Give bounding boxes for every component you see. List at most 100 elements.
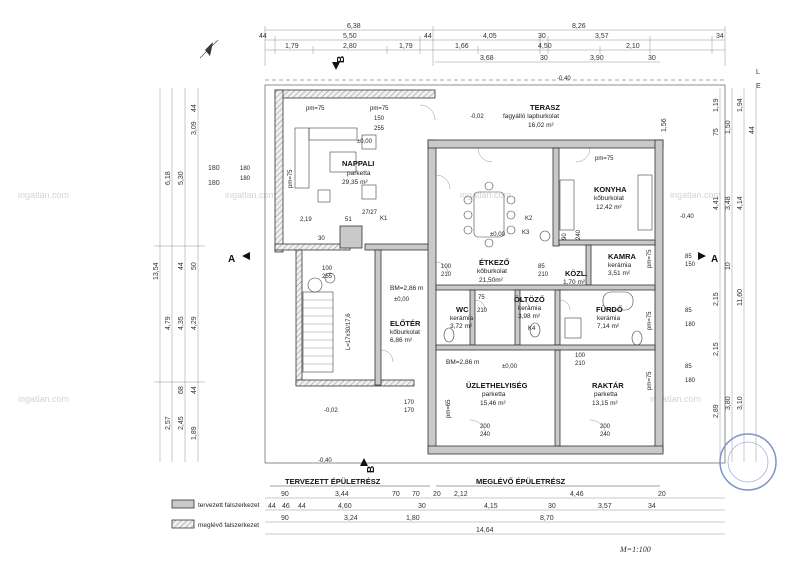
bottom-dimensions: 90 3,44 70 70 20 2,12 4,46 20 44 46 44 4… (265, 491, 725, 535)
dim-text: 2,19 (300, 217, 312, 223)
room-floor: kerámia (450, 315, 474, 322)
room-name: WC (456, 305, 469, 314)
dim-text: 3,44 (335, 491, 349, 498)
dim-text: 3,48 (725, 196, 732, 210)
room-name: FÜRDŐ (596, 305, 623, 314)
room-furdo: FÜRDŐ kerámia 7,14 m² (596, 305, 623, 330)
dim-text: 2,45 (178, 416, 185, 430)
room-name: NAPPALI (342, 159, 374, 168)
dim-text: 1,79 (285, 43, 299, 50)
dim-text: 180 (685, 322, 696, 328)
annotations: pm=75 pm=75 pm=75 pm=75 pm=75 pm=75 pm=7… (240, 76, 696, 464)
sill-height: pm=75 (288, 169, 294, 188)
chimney-mark: K2 (525, 216, 533, 222)
dim-text: 3,90 (590, 55, 604, 62)
dim-text: 44 (749, 126, 756, 134)
sill-height: pm=75 (595, 156, 614, 162)
dim-text: 100 (575, 353, 586, 359)
dim-text: 6,18 (165, 171, 172, 185)
room-floor: kerámia (518, 305, 542, 312)
room-name: ÖLTÖZŐ (514, 295, 545, 304)
level-mark: -0,40 (557, 76, 571, 82)
dim-text: 75 (478, 295, 485, 301)
dim-text: 2,80 (343, 43, 357, 50)
dim-text: 1,89 (191, 426, 198, 440)
room-area: 15,46 m² (480, 400, 506, 407)
dim-text: 44 (178, 262, 185, 270)
dim-text: 44 (424, 33, 432, 40)
dim-text: 46 (282, 503, 290, 510)
dim-text: 255 (322, 274, 333, 280)
dim-text: 10 (725, 262, 732, 270)
dim-text: 210 (575, 361, 586, 367)
dim-text: 68 (178, 386, 185, 394)
dim-text: 90 (281, 515, 289, 522)
dim-text: 170 (404, 408, 415, 414)
level-mark: ±0,00 (502, 364, 518, 370)
dim-text: 85 (538, 264, 545, 270)
legend-existing-swatch (171, 519, 195, 529)
sill-height: pm=75 (647, 311, 653, 330)
room-nappali: NAPPALI parketta 29,35 m² (342, 159, 374, 186)
level-mark: -0,02 (470, 114, 484, 120)
dim-text: 11,60 (737, 289, 744, 306)
doors (380, 104, 607, 437)
room-floor: parketta (594, 391, 618, 398)
dim-text: 210 (477, 308, 488, 314)
dim-text: 90 (562, 233, 568, 240)
planned-part-label: TERVEZETT ÉPÜLETRÉSZ (285, 477, 381, 486)
chimney-mark: K3 (522, 230, 530, 236)
north-arrow-icon (199, 39, 219, 59)
dim-text: 20 (433, 491, 441, 498)
corner-letter: E (756, 83, 761, 90)
room-area: 29,35 m² (342, 179, 368, 186)
furniture (294, 127, 653, 346)
dim-text: 1,79 (399, 43, 413, 50)
dim-text: 4,29 (191, 316, 198, 330)
dim-text: 85 (685, 308, 692, 314)
room-floor: parketta (482, 391, 506, 398)
beam-height: BM=2,86 m (446, 359, 479, 366)
legend: tervezett falszerkezet meglévő falszerke… (171, 499, 260, 529)
sill-height: pm=65 (446, 399, 452, 418)
corner-letter: L (756, 69, 760, 76)
room-floor: kőburkolat (390, 329, 420, 336)
room-area: 21,50m² (479, 277, 504, 284)
dim-text: 4,60 (338, 503, 352, 510)
beam-height: BM=2,86 m (390, 285, 423, 292)
stamp (719, 433, 777, 491)
room-floor: fagyálló lapburkolat (503, 113, 559, 120)
level-mark: ±0,00 (357, 139, 373, 145)
section-b-label: B (366, 466, 377, 473)
dim-text: 2,15 (713, 342, 720, 356)
dim-text: 180 (240, 176, 251, 182)
watermark: ingatlan.com (670, 190, 721, 200)
room-area: 13,15 m² (592, 400, 618, 407)
room-konyha: KONYHA kőburkolat 12,42 m² (594, 185, 627, 211)
dim-text: 150 (685, 262, 696, 268)
dim-text: 14,64 (476, 527, 494, 534)
sill-height: pm=75 (306, 106, 325, 112)
legend-existing-label: meglévő falszerkezet (198, 522, 259, 529)
dim-text: 30 (540, 55, 548, 62)
dim-text: 180 (240, 166, 251, 172)
dim-text: 100 (441, 264, 452, 270)
dim-text: 8,26 (572, 23, 586, 30)
dim-text: 30 (538, 33, 546, 40)
existing-part-label: MEGLÉVŐ ÉPÜLETRÉSZ (476, 477, 566, 486)
level-mark: -0,40 (318, 458, 332, 464)
dim-text: 5,30 (178, 171, 185, 185)
watermark: ingatlan.com (18, 394, 69, 404)
dim-text: 44 (191, 104, 198, 112)
dim-text: 13,54 (153, 262, 160, 280)
dim-text: 1,56 (661, 118, 668, 132)
room-raktar: RAKTÁR parketta 13,15 m² (592, 381, 624, 407)
room-eloter: ELŐTÉR kőburkolat 6,86 m² (390, 319, 421, 344)
watermark: ingatlan.com (18, 190, 69, 200)
dim-text: 4,05 (483, 33, 497, 40)
room-terasz: TERASZ fagyálló lapburkolat 16,02 m² (503, 103, 560, 129)
dim-text: 85 (685, 254, 692, 260)
dim-text: 3,24 (344, 515, 358, 522)
dim-text: 3,09 (191, 121, 198, 135)
dim-text: 30 (318, 236, 325, 242)
